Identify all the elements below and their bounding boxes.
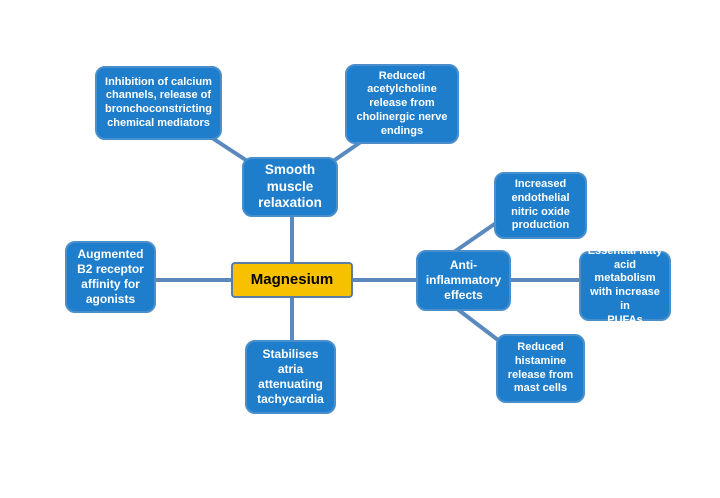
node-nitric-oxide: Increased endothelial nitric oxide produ… [494,172,587,239]
node-anti-inflammatory: Anti- inflammatory effects [416,250,511,311]
node-atria-label: Stabilises atria attenuating tachycardia [257,347,324,406]
node-b2-receptor: Augmented B2 receptor affinity for agoni… [65,241,156,313]
node-calcium-label: Inhibition of calcium channels, release … [105,75,212,129]
connector-anti-inflammatory-histamine [454,306,500,342]
node-nitric-oxide-label: Increased endothelial nitric oxide produ… [511,178,570,232]
node-histamine-release: Reduced histamine release from mast cell… [496,334,585,403]
node-b2-label: Augmented B2 receptor affinity for agoni… [77,247,144,306]
node-acetylcholine-release: Reduced acetylcholine release from choli… [345,64,459,144]
node-fatty-acid-metabolism: Essential fatty acid metabolism with inc… [579,245,671,326]
node-acetylcholine-label: Reduced acetylcholine release from choli… [356,69,448,137]
node-fatty-acid-label: Essential fatty acid metabolism with inc… [587,244,663,326]
magnesium-label: Magnesium [250,270,334,288]
node-smooth-muscle-label: Smooth muscle relaxation [258,161,322,211]
node-anti-inflammatory-label: Anti- inflammatory effects [425,258,502,302]
magnesium-center-node: Magnesium [231,262,353,298]
connector-anti-inflammatory-nitric-oxide [452,221,498,254]
node-histamine-label: Reduced histamine release from mast cell… [507,341,574,395]
node-stabilises-atria: Stabilises atria attenuating tachycardia [245,340,336,414]
node-calcium-channels: Inhibition of calcium channels, release … [95,66,222,140]
node-smooth-muscle-relaxation: Smooth muscle relaxation [242,157,338,217]
